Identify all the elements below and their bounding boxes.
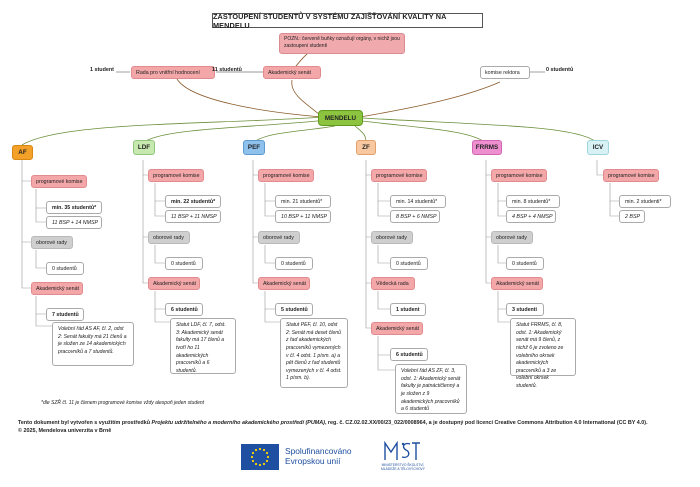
- zf-vedecka-rada: Vědecká rada: [371, 277, 415, 290]
- ldf-pk-count: min. 22 studentů*: [165, 195, 221, 208]
- af-pk-count: min. 35 studentů*: [46, 201, 102, 214]
- zf-as-count: 6 studentů: [390, 348, 428, 361]
- pef-programove-komise: programové komise: [258, 169, 314, 182]
- frrms-or-count: 0 studentů: [506, 257, 544, 270]
- footer-copyright: © 2025, Mendelova univerzita v Brně: [18, 428, 112, 435]
- ldf-as-text: Statut LDF, čl. 7, odst. 3: Akademický s…: [170, 318, 236, 374]
- msmt-emblem-icon: [384, 440, 420, 460]
- akademicky-senat-node: Akademický senát: [263, 66, 321, 79]
- komise-rektora-count: 0 studentů: [546, 67, 574, 73]
- ldf-or-count: 0 studentů: [165, 257, 203, 270]
- pef-pk-count: min. 21 studentů*: [275, 195, 331, 208]
- frrms-akademicky-senat: Akademický senát: [491, 277, 543, 290]
- eu-logo-line-1: Spolufinancováno: [285, 446, 352, 457]
- af-pk-detail: 11 BSP + 14 NMSP: [46, 216, 102, 229]
- pef-node: PEF: [243, 140, 265, 155]
- pef-as-count: 5 studentů: [275, 303, 313, 316]
- frrms-pk-count: min. 8 studentů*: [506, 195, 560, 208]
- zf-or-count: 0 studentů: [390, 257, 428, 270]
- icv-programove-komise: programové komise: [603, 169, 659, 182]
- ldf-programove-komise: programové komise: [148, 169, 204, 182]
- footnote: *dle SZŘ čl. 11 je členem programové kom…: [41, 400, 205, 406]
- af-programove-komise: programové komise: [31, 175, 87, 188]
- page-title: ZASTOUPENÍ STUDENTŮ V SYSTÉMU ZAJIŠŤOVÁN…: [212, 12, 483, 30]
- zf-pk-count: min. 14 studentů*: [390, 195, 446, 208]
- frrms-oborove-rady: oborové rady: [491, 231, 533, 244]
- footer-text: Tento dokument byl vytvořen s využitím p…: [18, 419, 688, 436]
- msmt-line-2: MLÁDEŽE A TĚLOVÝCHOVY: [381, 467, 425, 472]
- ldf-node: LDF: [133, 140, 155, 155]
- msmt-text: MINISTERSTVO ŠKOLSTVÍ, MLÁDEŽE A TĚLOVÝC…: [370, 463, 436, 472]
- icv-pk-count: min. 2 studenti*: [619, 195, 671, 208]
- eu-logo-text: Spolufinancováno Evropskou unií: [285, 447, 352, 466]
- footer-project-name: Projektu udržitelného a moderního akadem…: [151, 420, 325, 426]
- frrms-as-count: 3 studenti: [506, 303, 544, 316]
- ldf-oborove-rady: oborové rady: [148, 231, 190, 244]
- af-oborove-rady: oborové rady: [31, 236, 73, 249]
- footer-line-1a: Tento dokument byl vytvořen s využitím p…: [18, 420, 152, 426]
- pef-akademicky-senat: Akademický senát: [258, 277, 310, 290]
- zf-programove-komise: programové komise: [371, 169, 427, 182]
- zf-pk-detail: 8 BSP + 6 NMSP: [390, 210, 440, 223]
- pef-pk-detail: 10 BSP + 11 NMSP: [275, 210, 331, 223]
- frrms-programove-komise: programové komise: [491, 169, 547, 182]
- pef-oborove-rady: oborové rady: [258, 231, 300, 244]
- komise-rektora-node: komise rektora: [480, 66, 530, 79]
- zf-as-text: Volební řád AS ZF, čl. 3, odst. 1: Akade…: [395, 364, 467, 414]
- ldf-as-count: 6 studentů: [165, 303, 203, 316]
- msmt-logo: MINISTERSTVO ŠKOLSTVÍ, MLÁDEŽE A TĚLOVÝC…: [370, 440, 436, 472]
- pef-as-text: Statut PEF, čl. 10, odst 2: Senát má des…: [280, 318, 348, 388]
- frrms-node: FRRMS: [472, 140, 502, 155]
- pef-or-count: 0 studentů: [275, 257, 313, 270]
- akademicky-senat-count: 11 studentů: [212, 67, 242, 73]
- zf-akademicky-senat: Akademický senát: [371, 322, 423, 335]
- zf-vr-count: 1 student: [390, 303, 426, 316]
- af-node: AF: [12, 145, 33, 160]
- af-or-count: 0 studentů: [46, 262, 84, 275]
- rada-pro-vnitrni-hodnoceni-node: Rada pro vnitřní hodnocení: [131, 66, 215, 79]
- eu-cofunding-logo: Spolufinancováno Evropskou unií: [241, 443, 367, 471]
- af-as-count: 7 studentů: [46, 308, 84, 321]
- eu-logo-line-2: Evropskou unií: [285, 456, 341, 466]
- msmt-line-1: MINISTERSTVO ŠKOLSTVÍ,: [381, 463, 425, 467]
- ldf-akademicky-senat: Akademický senát: [148, 277, 200, 290]
- frrms-as-text: Statut FRRMS, čl. 8, odst. 1: Akademický…: [510, 318, 576, 389]
- frrms-pk-detail: 4 BSP + 4 NMSP: [506, 210, 556, 223]
- zf-oborove-rady: oborové rady: [371, 231, 413, 244]
- legend-note: POZN.: červeně buňky označují orgány, v …: [279, 33, 405, 54]
- footer-line-1c: , reg. č. CZ.02.02.XX/00/23_022/0008964,…: [324, 420, 648, 426]
- icv-pk-detail: 2 BSP: [619, 210, 645, 223]
- af-as-text: Volební řád AS AF, čl. 2, odst 2: Senát …: [52, 322, 134, 366]
- icv-node: ICV: [587, 140, 609, 155]
- mendelu-root-node: MENDELU: [318, 110, 363, 126]
- footer-line-1: Tento dokument byl vytvořen s využitím p…: [18, 419, 688, 427]
- af-akademicky-senat: Akademický senát: [31, 282, 83, 295]
- ldf-pk-detail: 11 BSP + 11 NMSP: [165, 210, 221, 223]
- zf-node: ZF: [356, 140, 376, 155]
- eu-flag-icon: [241, 444, 279, 470]
- rada-count: 1 student: [90, 67, 114, 73]
